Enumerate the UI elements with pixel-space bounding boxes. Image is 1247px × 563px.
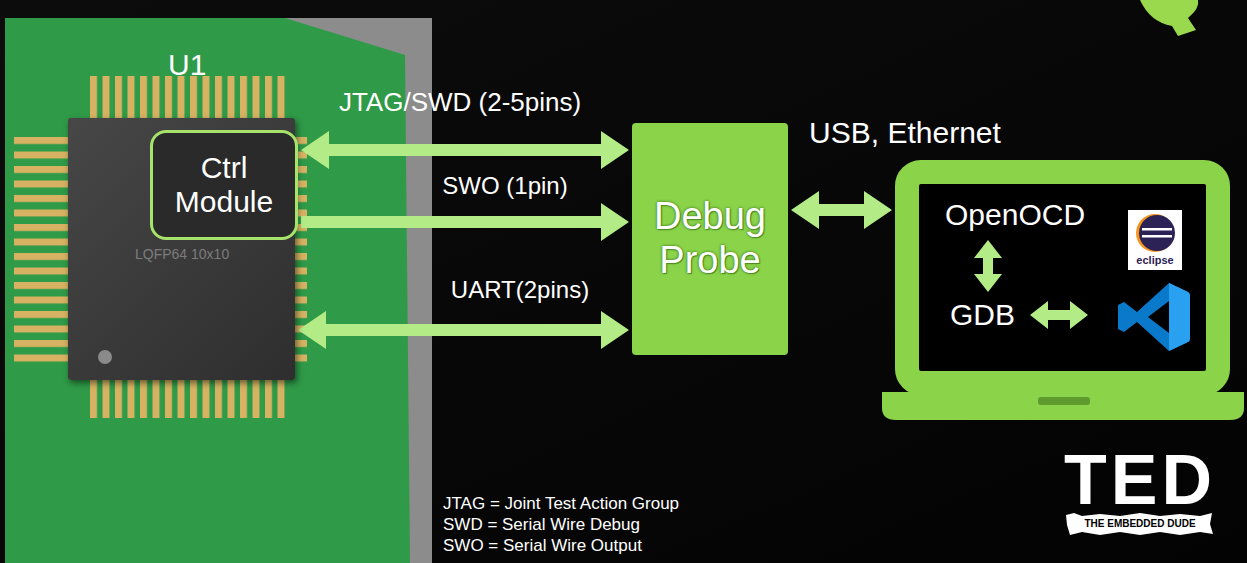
double-arrow (1030, 301, 1088, 329)
laptop-screen: OpenOCD GDB eclipse (895, 160, 1230, 395)
note: SWD = Serial Wire Debug (443, 515, 640, 535)
laptop-base (882, 392, 1244, 420)
connector-arrow (298, 311, 629, 349)
signal-label: SWO (1pin) (442, 172, 567, 200)
logo-text: TED (1064, 440, 1216, 521)
part-name: U1 (168, 48, 206, 83)
chip-package: U1LQFP64 10x10Ctrl Module (68, 118, 295, 380)
eclipse-logo (1128, 210, 1182, 254)
tool-name: OpenOCD (945, 198, 1085, 233)
eclipse-icon: eclipse (1128, 210, 1182, 270)
double-arrow (974, 240, 1002, 292)
signal-label: JTAG/SWD (2-5pins) (339, 88, 581, 118)
logo-tagline: THE EMBEDDED DUDE (1068, 518, 1212, 530)
signal-label: USB, Ethernet (809, 116, 1001, 151)
module-name: Ctrl Module (162, 151, 286, 220)
signal-label: UART(2pins) (451, 276, 589, 304)
icon-label: eclipse (1128, 254, 1182, 267)
package-label: LQFP64 10x10 (135, 246, 229, 262)
vscode-icon (1118, 283, 1190, 351)
chip-pins (14, 137, 68, 369)
note: SWO = Serial Wire Output (443, 536, 642, 556)
module-box: Ctrl Module (150, 130, 298, 240)
tool-name: GDB (950, 298, 1015, 333)
probe-box: Debug Probe (632, 123, 788, 355)
laptop-notch (1038, 397, 1090, 405)
connector-arrow (791, 191, 892, 229)
chip-pins (90, 76, 290, 118)
corner-logo (1140, 0, 1198, 36)
connector-arrow (301, 131, 629, 169)
probe-name: Debug Probe (644, 195, 776, 282)
note: JTAG = Joint Test Action Group (443, 494, 679, 514)
chip-pins (90, 380, 290, 418)
connector-arrow (301, 203, 629, 241)
